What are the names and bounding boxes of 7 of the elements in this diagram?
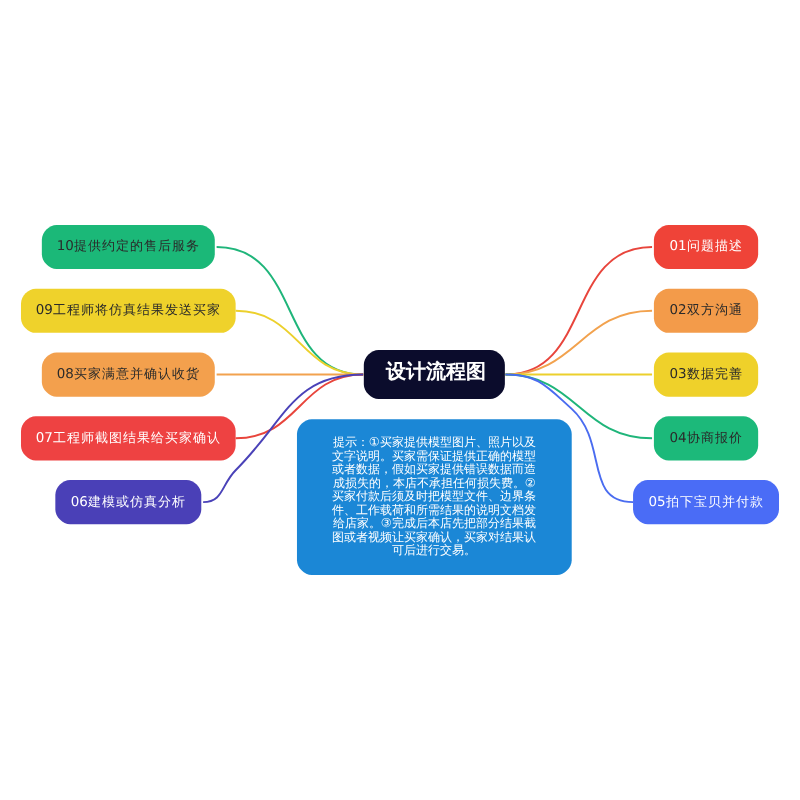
- connector: [504, 309, 654, 376]
- connector: [234, 309, 365, 376]
- connector: [504, 246, 654, 376]
- connector: [504, 373, 635, 504]
- node-box: 设计流程图: [363, 350, 505, 400]
- connector: [202, 373, 365, 504]
- connector: [215, 246, 365, 376]
